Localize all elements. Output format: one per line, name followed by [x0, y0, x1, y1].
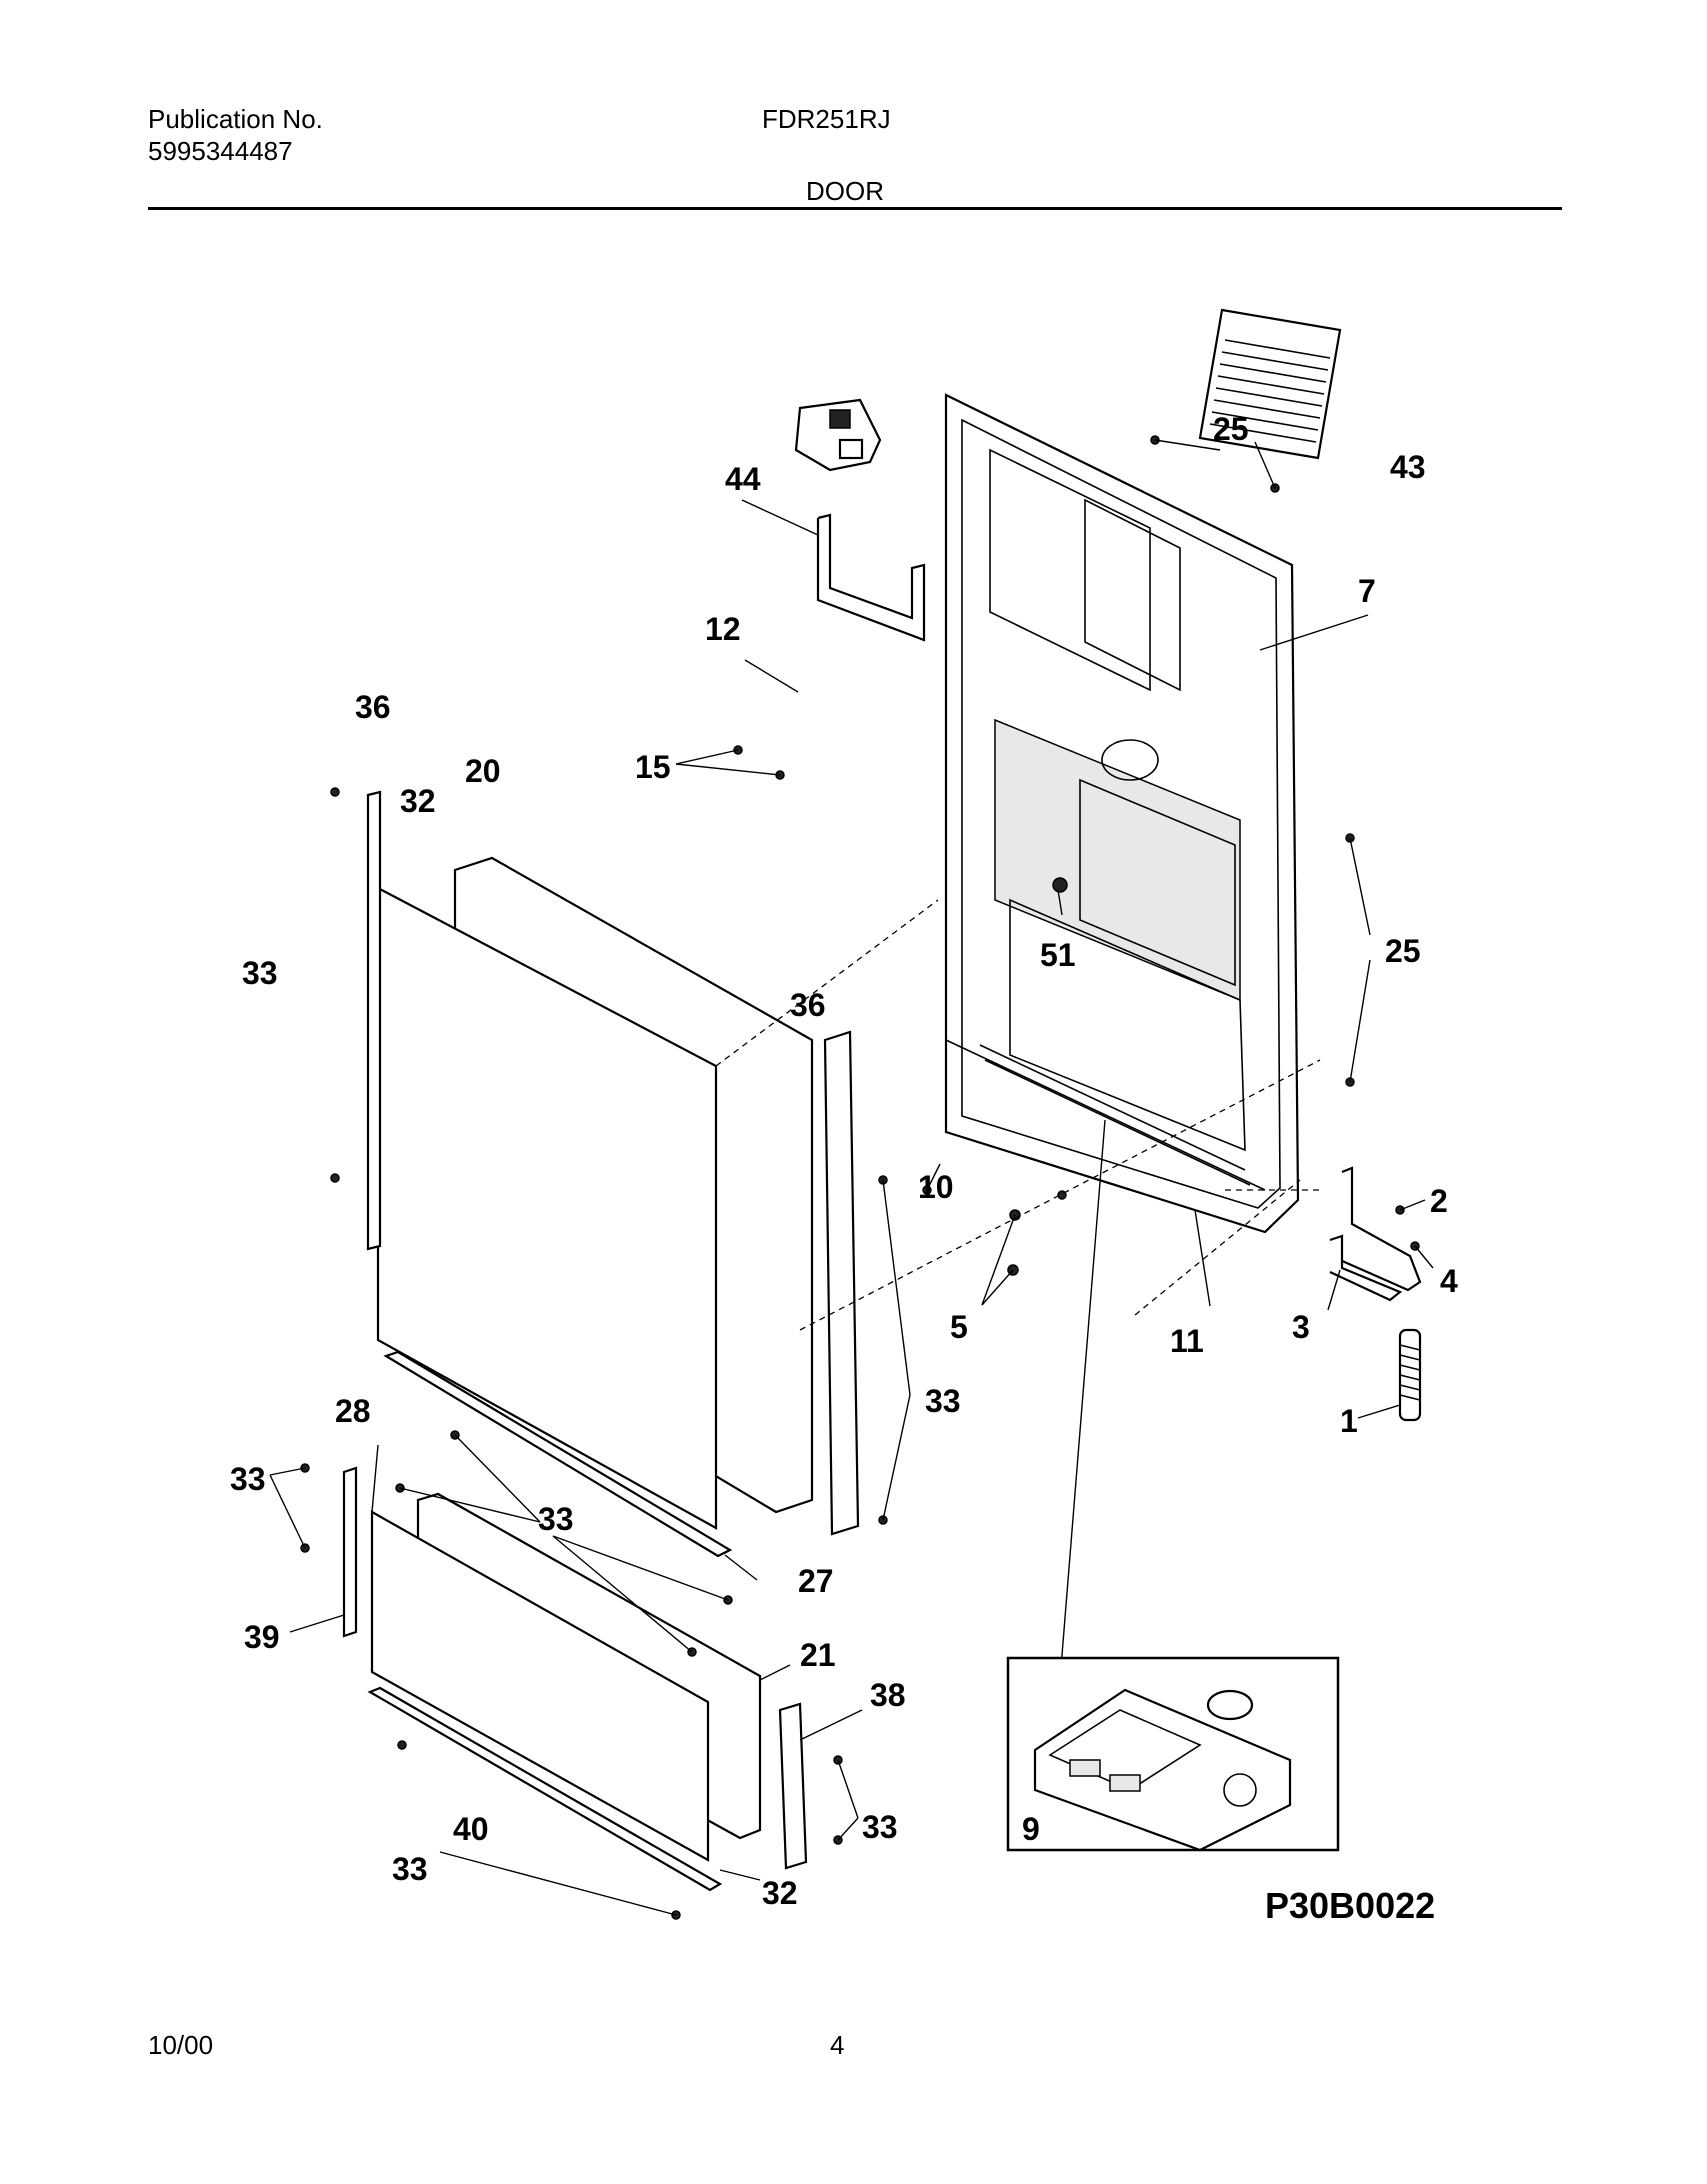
callout-20: 20: [465, 753, 501, 789]
section-title: DOOR: [806, 176, 884, 206]
callout-33-left: 33: [242, 955, 278, 991]
right-side-trim-part: [823, 1030, 860, 1536]
hinge-arm-part: [1329, 1166, 1422, 1302]
callout-7: 7: [1358, 573, 1376, 609]
left-side-trim-part: [366, 790, 382, 1251]
footer-date: 10/00: [148, 2030, 214, 2060]
callout-2: 2: [1430, 1183, 1448, 1219]
callout-33-center: 33: [538, 1501, 574, 1537]
left-toe-trim-part: [342, 1466, 358, 1638]
callout-33-lowright: 33: [862, 1809, 898, 1845]
callout-11: 11: [1170, 1323, 1204, 1359]
publication-number: 5995344487: [148, 136, 293, 166]
publication-label: Publication No.: [148, 104, 323, 134]
callout-1: 1: [1340, 1403, 1358, 1439]
callout-32-bottom: 32: [762, 1875, 798, 1911]
callout-40: 40: [453, 1811, 489, 1847]
callout-3: 3: [1292, 1309, 1310, 1345]
callout-36-left: 36: [355, 689, 391, 725]
trim-strip-part: [383, 1350, 733, 1558]
callout-51: 51: [1040, 937, 1076, 973]
inset-detail-box: [1006, 1656, 1340, 1852]
inner-door-panel-part: [944, 393, 1300, 1234]
callout-38: 38: [870, 1677, 906, 1713]
callout-39: 39: [244, 1619, 280, 1655]
callout-12: 12: [705, 611, 741, 647]
leader-lines: [269, 439, 1434, 1916]
callout-33-bottom: 33: [392, 1851, 428, 1887]
callout-33-right: 33: [925, 1383, 961, 1419]
callout-33-midleft: 33: [230, 1461, 266, 1497]
callout-27: 27: [798, 1563, 834, 1599]
callout-10: 10: [918, 1169, 954, 1205]
door-spring-part: [1398, 1328, 1422, 1422]
callout-15: 15: [635, 749, 671, 785]
callout-21: 21: [800, 1637, 836, 1673]
bottom-strip-part: [367, 1686, 723, 1892]
latch-part: [794, 398, 882, 472]
vent-grille-part: [1198, 308, 1342, 460]
callout-28: 28: [335, 1393, 371, 1429]
model-number: FDR251RJ: [762, 104, 891, 134]
callout-32-top: 32: [400, 783, 436, 819]
toe-panel-part: [370, 1510, 710, 1862]
callout-25-top: 25: [1213, 411, 1249, 447]
callout-4: 4: [1440, 1263, 1458, 1299]
callout-5: 5: [950, 1309, 968, 1345]
callout-44: 44: [725, 461, 761, 497]
callout-43: 43: [1390, 449, 1426, 485]
callout-36-right: 36: [790, 987, 826, 1023]
callout-25-right: 25: [1385, 933, 1421, 969]
gasket-channel-part: [816, 513, 926, 642]
callout-labels: 43 25 44 7 12 15 36 20 32 33 51 25 36 10…: [230, 411, 1458, 1911]
diagram-code: P30B0022: [1265, 1885, 1435, 1926]
page-number: 4: [830, 2030, 845, 2060]
right-toe-trim-part: [778, 1702, 808, 1870]
header-rule: [148, 207, 1562, 210]
callout-9: 9: [1022, 1811, 1040, 1847]
